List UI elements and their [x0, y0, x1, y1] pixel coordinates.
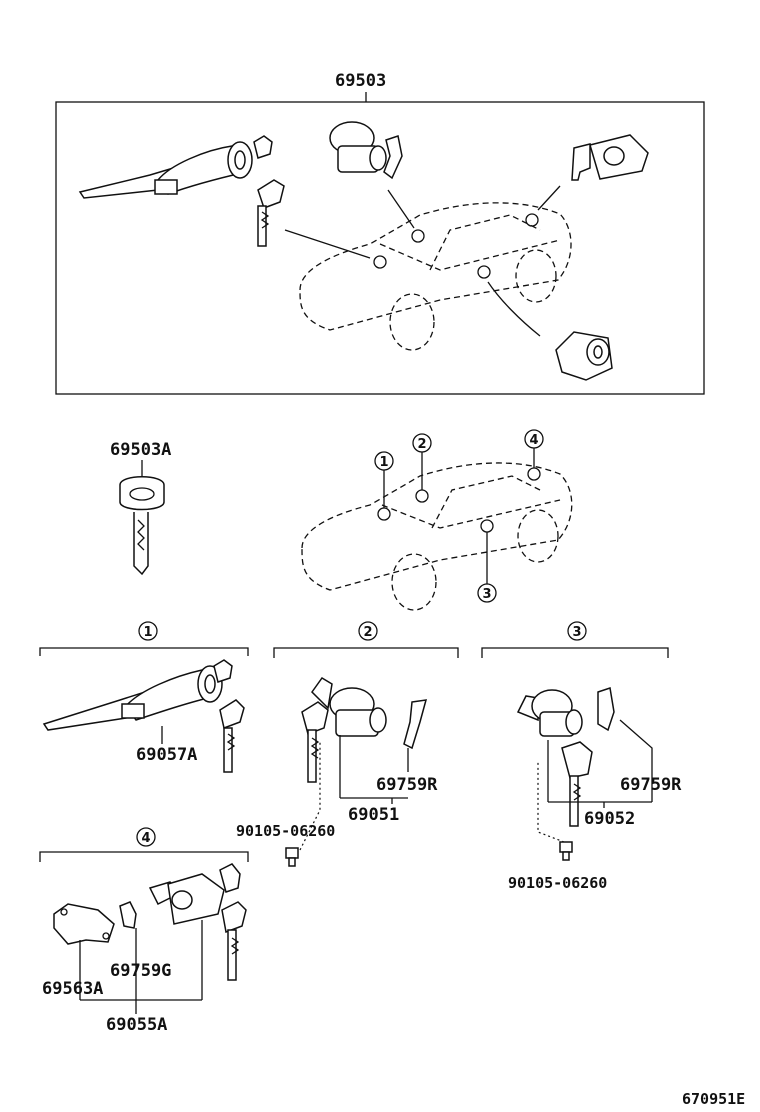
group-2: 2 69759R 69051 90105-06260: [236, 621, 459, 867]
key-blank-illustration: [119, 476, 165, 576]
trunk-cylinder-4-illustration: [53, 863, 247, 981]
key-blank-part-number[interactable]: 69503A: [110, 440, 171, 460]
car-marker-1[interactable]: 1: [374, 451, 394, 471]
svg-text:2: 2: [363, 625, 372, 640]
group-4-part-pad[interactable]: 69563A: [42, 979, 103, 999]
group-3-part-assy[interactable]: 69052: [584, 809, 635, 829]
group-1-part-cylinder[interactable]: 69057A: [136, 745, 197, 765]
group-1-marker[interactable]: 1: [138, 621, 158, 641]
ignition-cylinder-1-illustration: [42, 659, 245, 773]
svg-text:3: 3: [572, 625, 581, 640]
group-4-marker[interactable]: 4: [136, 827, 156, 847]
group-2-part-lever[interactable]: 69759R: [376, 775, 438, 795]
group-4: 4 69759G 69563A 69055A: [39, 827, 249, 1035]
group-3-marker[interactable]: 3: [567, 621, 587, 641]
door-cylinder-2-illustration: [301, 677, 428, 783]
group-4-part-lever[interactable]: 69759G: [110, 961, 171, 981]
trunk-cylinder-illustration: [571, 134, 649, 181]
group-2-part-screw[interactable]: 90105-06260: [236, 822, 335, 840]
svg-text:1: 1: [143, 625, 152, 640]
group-2-marker[interactable]: 2: [358, 621, 378, 641]
diagram-code: 670951E: [682, 1090, 745, 1108]
key-blank-group: 69503A: [110, 440, 171, 576]
group-3: 3 69759R 69052 90105-06260: [481, 621, 682, 892]
svg-text:2: 2: [417, 437, 426, 452]
group-2-part-assy[interactable]: 69051: [348, 805, 399, 825]
door-cylinder-3-illustration: [516, 687, 615, 827]
screw-3-illustration: [559, 841, 573, 861]
car-marker-2[interactable]: 2: [412, 433, 432, 453]
pointer-arrows: [284, 185, 561, 337]
group-4-part-assy[interactable]: 69055A: [106, 1015, 167, 1035]
svg-text:3: 3: [482, 587, 491, 602]
svg-text:1: 1: [379, 455, 388, 470]
assembly-part-number[interactable]: 69503: [335, 71, 386, 91]
door-cylinder-top-illustration: [329, 121, 403, 180]
svg-text:4: 4: [141, 831, 150, 846]
car-outline-middle: [301, 448, 573, 611]
group-1: 1 69057A: [39, 621, 249, 773]
door-cylinder-right-illustration: [555, 331, 613, 381]
assembly-box: 69503: [55, 71, 705, 395]
svg-text:4: 4: [529, 433, 538, 448]
car-outline-top: [299, 202, 572, 351]
screw-2-illustration: [285, 847, 299, 867]
car-marker-4[interactable]: 4: [524, 429, 544, 449]
group-3-part-screw[interactable]: 90105-06260: [508, 874, 607, 892]
group-3-part-lever[interactable]: 69759R: [620, 775, 682, 795]
ignition-cylinder-illustration: [78, 135, 285, 247]
car-marker-3[interactable]: 3: [477, 583, 497, 603]
